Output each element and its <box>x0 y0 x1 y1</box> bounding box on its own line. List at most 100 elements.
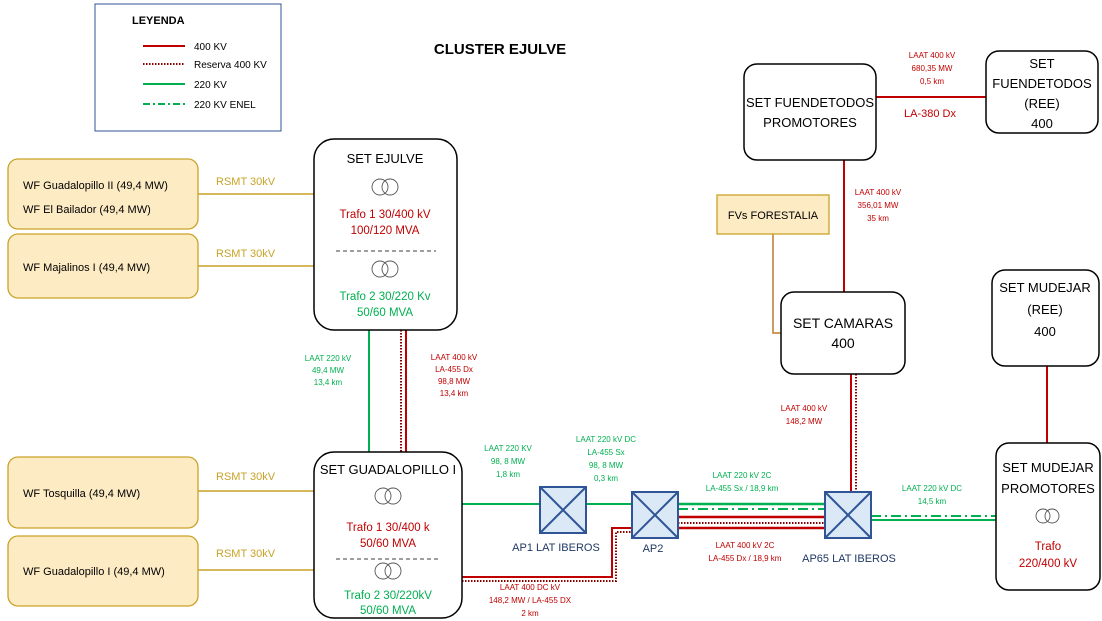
wind-farm-tosquilla: WF Tosquilla (49,4 MW) <box>7 456 199 529</box>
rsmt-label: RSMT 30kV <box>216 176 276 188</box>
svg-text:LAAT 220 kV DC: LAAT 220 kV DC <box>576 435 636 444</box>
svg-text:0,5 km: 0,5 km <box>920 77 944 86</box>
svg-text:SET CAMARAS: SET CAMARAS <box>793 315 893 331</box>
svg-text:400: 400 <box>1031 116 1053 131</box>
ap1-tower <box>539 486 587 534</box>
line-guadalopillo-ap2-400 <box>462 527 632 582</box>
label-fuend-camaras: LAAT 400 kV 356,01 MW 35 km <box>855 188 902 223</box>
wf-label: WF Tosquilla (49,4 MW) <box>23 488 140 500</box>
trafo-label: Trafo 1 30/400 k <box>346 522 430 534</box>
svg-text:LA-455 Dx / 18,9 km: LA-455 Dx / 18,9 km <box>709 554 782 563</box>
svg-text:0,3 km: 0,3 km <box>594 474 618 483</box>
transformer-icon <box>1035 508 1060 524</box>
label-ap65-mudejar: LAAT 220 kV DC 14,5 km <box>902 484 962 506</box>
svg-text:SET MUDEJAR: SET MUDEJAR <box>1002 460 1094 475</box>
svg-text:49,4 MW: 49,4 MW <box>312 366 344 375</box>
mt-lines <box>198 193 314 571</box>
svg-text:FVs FORESTALIA: FVs FORESTALIA <box>728 210 819 222</box>
label-gu-ap1: LAAT 220 KV 98, 8 MW 1,8 km <box>484 444 532 479</box>
svg-text:LAAT 400 kV 2C: LAAT 400 kV 2C <box>716 541 775 550</box>
svg-text:13,4 km: 13,4 km <box>440 389 469 398</box>
legend-label-400: 400 KV <box>194 42 227 53</box>
label-ap2-ap65-220: LAAT 220 kV 2C LA-455 Sx / 18,9 km <box>706 471 779 493</box>
label-ej-gu-400: LAAT 400 kV LA-455 Dx 98,8 MW 13,4 km <box>431 353 478 398</box>
line-ap2-ap65-220 <box>678 502 825 510</box>
substation-camaras: SET CAMARAS 400 <box>780 291 906 375</box>
wind-farm-guadalopillo-ii: WF Guadalopillo II (49,4 MW) WF El Baila… <box>7 158 199 230</box>
label-fuend-ree-conductor: LA-380 Dx <box>904 108 956 120</box>
transformer-icon <box>371 178 399 196</box>
svg-text:LAAT 400 kV: LAAT 400 kV <box>855 188 902 197</box>
svg-text:(REE): (REE) <box>1024 96 1059 111</box>
trafo-label: 100/120 MVA <box>351 225 420 237</box>
svg-text:680,35 MW: 680,35 MW <box>912 64 953 73</box>
svg-text:148,2 MW: 148,2 MW <box>786 417 823 426</box>
label-ap2-ap65-400: LAAT 400 kV 2C LA-455 Dx / 18,9 km <box>709 541 782 563</box>
svg-text:LAAT 400 kV: LAAT 400 kV <box>909 51 956 60</box>
rsmt-label: RSMT 30kV <box>216 548 276 560</box>
ap1-label: AP1 LAT IBEROS <box>512 542 600 554</box>
line-fvs-camaras <box>772 234 781 334</box>
label-ap1-ap2: LAAT 220 kV DC LA-455 Sx 98, 8 MW 0,3 km <box>576 435 636 483</box>
wind-farm-guadalopillo-i: WF Guadalopillo I (49,4 MW) <box>7 535 199 607</box>
svg-text:PROMOTORES: PROMOTORES <box>1001 481 1095 496</box>
svg-text:LA-455 Dx: LA-455 Dx <box>435 365 473 374</box>
svg-text:LA-455 Sx / 18,9 km: LA-455 Sx / 18,9 km <box>706 484 779 493</box>
legend: LEYENDA 400 KV Reserva 400 KV 220 KV 220… <box>94 3 282 132</box>
svg-text:SET FUENDETODOS: SET FUENDETODOS <box>746 95 874 110</box>
svg-text:SET: SET <box>1029 56 1054 71</box>
wf-label: WF El Bailador (49,4 MW) <box>23 204 151 216</box>
svg-text:SET MUDEJAR: SET MUDEJAR <box>999 280 1091 295</box>
ap65-tower <box>824 491 872 539</box>
fvs-forestalia-box: FVs FORESTALIA <box>716 194 830 235</box>
wf-label: WF Majalinos I (49,4 MW) <box>23 262 150 274</box>
svg-text:FUENDETODOS: FUENDETODOS <box>992 76 1092 91</box>
svg-text:98, 8 MW: 98, 8 MW <box>491 457 526 466</box>
substation-fuendetodos-promotores: SET FUENDETODOS PROMOTORES <box>743 63 877 161</box>
ap2-tower <box>631 491 679 539</box>
svg-text:LAAT 220 kV: LAAT 220 kV <box>305 354 352 363</box>
label-ej-gu-220: LAAT 220 kV 49,4 MW 13,4 km <box>305 354 352 387</box>
svg-text:LAAT 400 kV: LAAT 400 kV <box>431 353 478 362</box>
substation-guadalopillo: SET GUADALOPILLO I Trafo 1 30/400 k 50/6… <box>313 451 463 619</box>
substation-mudejar-promotores: SET MUDEJAR PROMOTORES Trafo 220/400 kV <box>995 442 1101 591</box>
substation-mudejar-ree: SET MUDEJAR (REE) 400 <box>991 269 1100 367</box>
legend-heading: LEYENDA <box>132 15 185 27</box>
substation-name: SET GUADALOPILLO I <box>320 462 456 477</box>
ap65-label: AP65 LAT IBEROS <box>802 553 896 565</box>
svg-text:(REE): (REE) <box>1027 302 1062 317</box>
svg-text:LAAT 220 KV: LAAT 220 KV <box>484 444 532 453</box>
diagram-title: CLUSTER EJULVE <box>434 41 566 58</box>
rsmt-label: RSMT 30kV <box>216 248 276 260</box>
trafo-label: 50/60 MVA <box>360 605 416 617</box>
svg-text:14,5 km: 14,5 km <box>918 497 947 506</box>
wf-label: WF Guadalopillo II (49,4 MW) <box>23 180 168 192</box>
svg-text:400: 400 <box>831 335 855 351</box>
trafo-label: 50/60 MVA <box>360 538 416 550</box>
transformer-icon <box>371 260 399 278</box>
wf-label: WF Guadalopillo I (49,4 MW) <box>23 566 165 578</box>
svg-text:LA-455 Sx: LA-455 Sx <box>587 448 624 457</box>
transformer-icon <box>374 487 402 505</box>
svg-text:LAAT 220 kV DC: LAAT 220 kV DC <box>902 484 962 493</box>
line-ap2-ap65-400 <box>678 515 825 530</box>
svg-text:1,8 km: 1,8 km <box>496 470 520 479</box>
substation-fuendetodos-ree: SET FUENDETODOS (REE) 400 <box>985 50 1099 134</box>
svg-text:220/400 kV: 220/400 kV <box>1019 558 1078 570</box>
legend-label-reserva: Reserva 400 KV <box>194 60 267 71</box>
svg-text:356,01 MW: 356,01 MW <box>858 201 899 210</box>
svg-text:400: 400 <box>1034 324 1056 339</box>
trafo-label: Trafo 2 30/220kV <box>344 590 432 602</box>
rsmt-label: RSMT 30kV <box>216 471 276 483</box>
svg-text:98, 8 MW: 98, 8 MW <box>589 461 624 470</box>
label-fuend-ree: LAAT 400 kV 680,35 MW 0,5 km <box>909 51 956 86</box>
svg-text:35 km: 35 km <box>867 214 889 223</box>
legend-label-enel: 220 KV ENEL <box>194 100 256 111</box>
trafo-label: 50/60 MVA <box>357 307 413 319</box>
trafo-label: Trafo 2 30/220 Kv <box>340 291 431 303</box>
svg-text:LAAT 400 kV: LAAT 400 kV <box>781 404 828 413</box>
trafo-label: Trafo 1 30/400 kV <box>340 209 431 221</box>
svg-text:LAAT 400 DC kV: LAAT 400 DC kV <box>500 583 561 592</box>
label-camaras-ap65: LAAT 400 kV 148,2 MW <box>781 404 828 426</box>
substation-ejulve: SET EJULVE Trafo 1 30/400 kV 100/120 MVA… <box>313 138 458 331</box>
